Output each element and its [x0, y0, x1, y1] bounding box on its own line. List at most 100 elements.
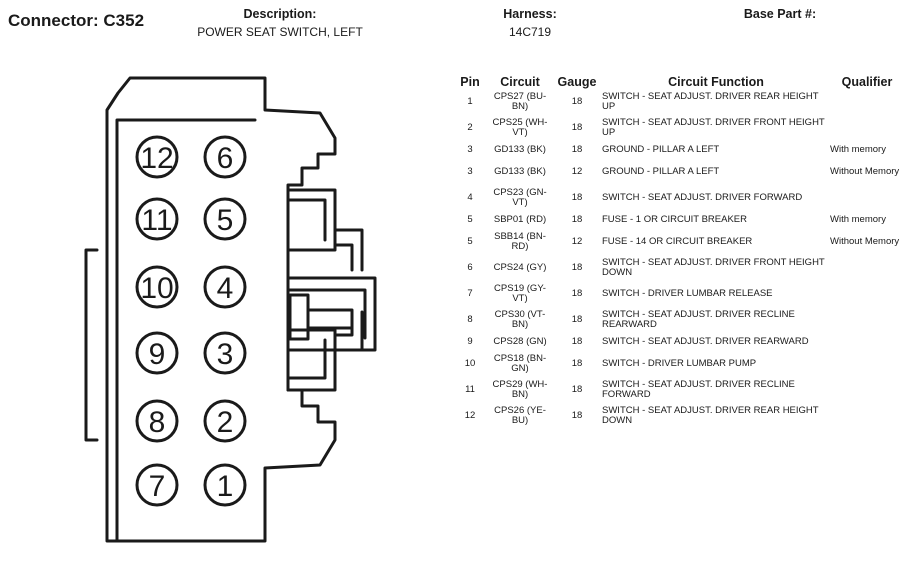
pin-cavity-circle [135, 463, 179, 507]
pin-cell: 3 [467, 144, 473, 155]
gauge-cell: 18 [571, 410, 583, 421]
pin-table: Pin Circuit Gauge Circuit Function Quali… [452, 71, 904, 429]
qualifier-cell [830, 185, 904, 211]
circuit-function-cell: SWITCH - DRIVER LUMBAR RELEASE [602, 288, 773, 299]
circuit-function-cell: FUSE - 1 OR CIRCUIT BREAKER [602, 214, 747, 225]
pin-cell: 8 [467, 314, 473, 325]
circuit-function-cell: SWITCH - DRIVER LUMBAR PUMP [602, 358, 757, 369]
circuit-function-cell: SWITCH - SEAT ADJUST. DRIVER RECLINE REA… [602, 309, 795, 330]
connector-inner-wall [115, 118, 257, 543]
connector-pin-1: 1 [203, 463, 247, 507]
qualifier-column-header: Qualifier [841, 75, 893, 89]
pin-number-label: 2 [217, 406, 234, 439]
gauge-cell: 18 [571, 192, 583, 203]
circuit-function-cell: SWITCH - SEAT ADJUST. DRIVER REARWARD [602, 336, 809, 347]
gauge-cell: 18 [571, 358, 583, 369]
qualifier-cell [830, 281, 904, 307]
qualifier-cell [830, 307, 904, 333]
center-latch [286, 276, 377, 352]
gauge-cell: 12 [571, 236, 583, 247]
pin-number-label: 9 [149, 338, 166, 371]
pin-number-label: 4 [217, 272, 234, 305]
circuit-function-cell: SWITCH - SEAT ADJUST. DRIVER REAR HEIGHT… [602, 405, 819, 426]
qualifier-cell [830, 89, 904, 115]
pin-number-label: 7 [149, 470, 166, 503]
pin-cell: 5 [467, 236, 473, 247]
connector-pin-8: 8 [135, 399, 179, 443]
gauge-cell: 18 [571, 122, 583, 133]
connector-pin-9: 9 [135, 331, 179, 375]
circuit-function-cell: SWITCH - SEAT ADJUST. DRIVER FRONT HEIGH… [602, 117, 825, 138]
connector-pin-3: 3 [203, 331, 247, 375]
circuit-function-cell: SWITCH - SEAT ADJUST. DRIVER REAR HEIGHT… [602, 91, 819, 112]
pin-cavity-circle [203, 399, 247, 443]
pin-cell: 2 [467, 122, 473, 133]
pin-cell: 4 [467, 192, 473, 203]
pin-table-row: 12 CPS26 (YE-BU) 18 SWITCH - SEAT ADJUST. D… [452, 403, 904, 429]
gauge-cell: 12 [571, 166, 583, 177]
gauge-cell: 18 [571, 144, 583, 155]
circuit-cell: SBB14 (BN-RD) [494, 231, 546, 252]
pin-cavity-circle [135, 135, 179, 179]
connector-pin-12: 12 [135, 135, 179, 179]
pin-table-row: 7 CPS19 (GY-VT) 18 SWITCH - DRIVER LUMBAR R… [452, 281, 904, 307]
connector-pin-10: 10 [135, 265, 179, 309]
pin-cell: 9 [467, 336, 473, 347]
gauge-cell: 18 [571, 384, 583, 395]
circuit-function-cell: SWITCH - SEAT ADJUST. DRIVER FORWARD [602, 192, 803, 203]
latch-guide-lower [286, 328, 337, 392]
gauge-cell: 18 [571, 262, 583, 273]
connector-housing-outline [105, 76, 337, 543]
circuit-cell: GD133 (BK) [494, 166, 546, 177]
gauge-cell: 18 [571, 314, 583, 325]
pin-cavity-circle [203, 265, 247, 309]
gauge-cell: 18 [571, 214, 583, 225]
pin-cavity-circle [135, 197, 179, 241]
pin-number-label: 1 [217, 470, 234, 503]
pin-table-header: Pin Circuit Gauge Circuit Function Quali… [452, 71, 904, 89]
circuit-cell: CPS23 (GN-VT) [493, 187, 547, 208]
qualifier-cell: Without Memory [830, 166, 900, 177]
pin-column-header: Pin [460, 75, 480, 89]
base-part-label: Base Part #: [743, 7, 817, 21]
circuit-cell: CPS19 (GY-VT) [494, 283, 546, 304]
connector-left-rail [84, 248, 99, 442]
circuit-cell: SBP01 (RD) [493, 214, 547, 225]
function-column-header: Circuit Function [668, 75, 764, 89]
circuit-column-header: Circuit [500, 75, 540, 89]
pin-table-row: 3 GD133 (BK) 12 GROUND - PILLAR A LEFT Witho… [452, 159, 904, 185]
pin-cell: 5 [467, 214, 473, 225]
circuit-cell: CPS26 (YE-BU) [494, 405, 546, 426]
connector-pin-5: 5 [203, 197, 247, 241]
pin-cavity-circle [203, 331, 247, 375]
circuit-function-cell: SWITCH - SEAT ADJUST. DRIVER RECLINE FOR… [602, 379, 795, 400]
qualifier-cell: With memory [830, 144, 886, 155]
pin-cell: 3 [467, 166, 473, 177]
circuit-cell: CPS27 (BU-BN) [493, 91, 547, 112]
circuit-function-cell: GROUND - PILLAR A LEFT [602, 144, 720, 155]
pin-number-label: 12 [140, 142, 173, 175]
gauge-cell: 18 [571, 288, 583, 299]
qualifier-cell [830, 351, 904, 377]
pin-table-row: 5 SBP01 (RD) 18 FUSE - 1 OR CIRCUIT BREAKER… [452, 211, 904, 229]
pin-cell: 12 [464, 410, 476, 421]
connector-pin-7: 7 [135, 463, 179, 507]
circuit-function-cell: SWITCH - SEAT ADJUST. DRIVER FRONT HEIGH… [602, 257, 825, 278]
connector-title: Connector: C352 [8, 11, 145, 30]
pin-cell: 7 [467, 288, 473, 299]
center-latch-button [288, 293, 310, 341]
circuit-function-cell: GROUND - PILLAR A LEFT [602, 166, 720, 177]
gauge-column-header: Gauge [557, 75, 597, 89]
circuit-cell: CPS24 (GY) [493, 262, 547, 273]
description-value: POWER SEAT SWITCH, LEFT [197, 25, 363, 39]
pin-cavity-circle [135, 265, 179, 309]
pin-cavity-circle [203, 197, 247, 241]
qualifier-cell [830, 403, 904, 429]
